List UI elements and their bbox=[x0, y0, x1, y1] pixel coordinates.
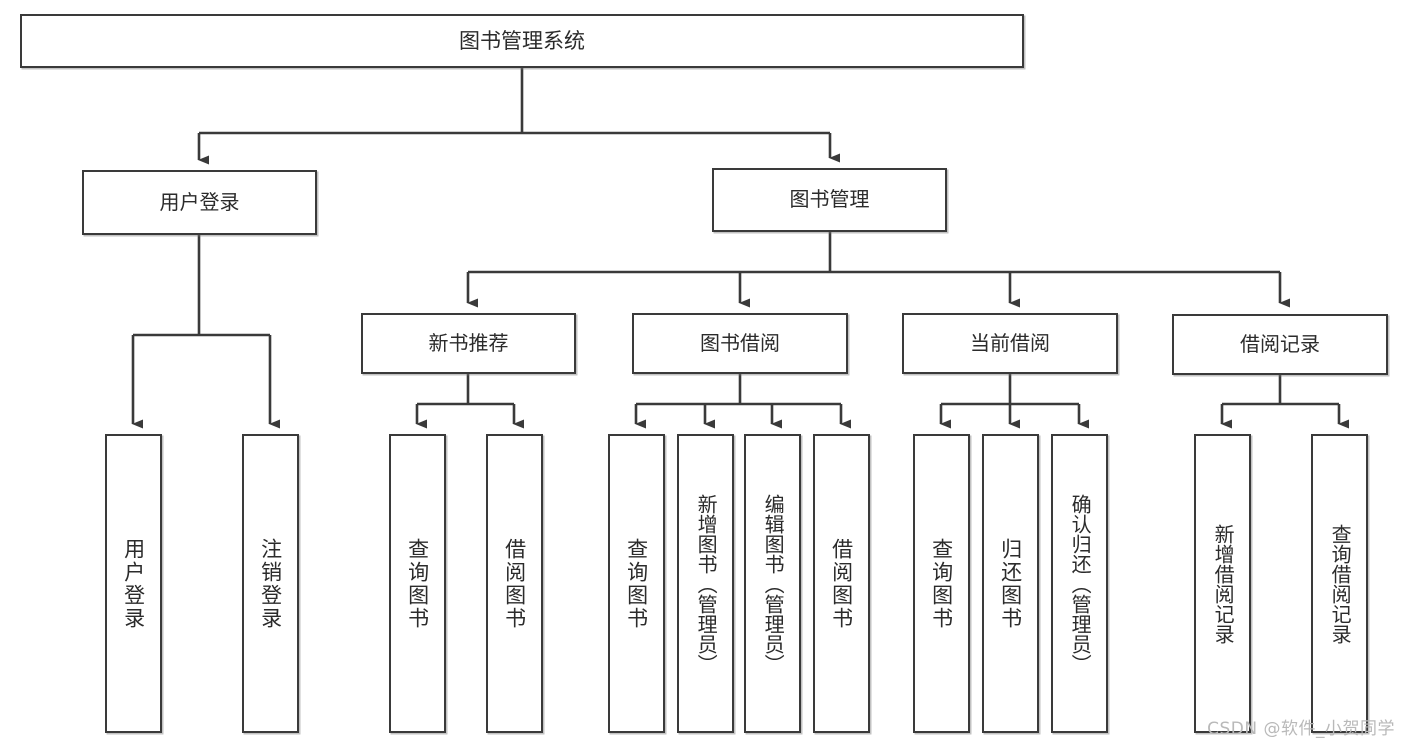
node-book-borrowing[interactable]: 图书借阅 bbox=[632, 313, 848, 374]
node-book-management[interactable]: 图书管理 bbox=[712, 168, 947, 232]
node-label: 归还图书 bbox=[998, 537, 1023, 630]
node-label: 新增借阅记录 bbox=[1211, 523, 1236, 644]
node-label: 当前借阅 bbox=[970, 330, 1050, 355]
node-label: 查询借阅记录 bbox=[1328, 523, 1353, 644]
leaf-borrow-books[interactable]: 借阅图书 bbox=[813, 434, 870, 733]
leaf-query-books-borrow[interactable]: 查询图书 bbox=[608, 434, 665, 733]
node-root-book-management-system[interactable]: 图书管理系统 bbox=[20, 14, 1024, 68]
node-label: 查询图书 bbox=[405, 537, 430, 630]
leaf-user-login[interactable]: 用户登录 bbox=[105, 434, 162, 733]
node-label: 图书管理 bbox=[789, 187, 870, 212]
leaf-confirm-return-admin[interactable]: 确认归还（管理员） bbox=[1051, 434, 1108, 733]
leaf-return-books[interactable]: 归还图书 bbox=[982, 434, 1039, 733]
node-label: 新增图书（管理员） bbox=[694, 493, 719, 674]
node-label: 借阅图书 bbox=[829, 537, 854, 630]
leaf-add-book-admin[interactable]: 新增图书（管理员） bbox=[677, 434, 734, 733]
leaf-edit-book-admin[interactable]: 编辑图书（管理员） bbox=[744, 434, 801, 733]
leaf-add-borrow-record[interactable]: 新增借阅记录 bbox=[1194, 434, 1251, 733]
node-current-borrowing[interactable]: 当前借阅 bbox=[902, 313, 1118, 374]
node-label: 新书推荐 bbox=[428, 330, 509, 355]
node-label: 借阅记录 bbox=[1240, 331, 1320, 356]
node-label: 查询图书 bbox=[624, 537, 649, 630]
node-label: 图书借阅 bbox=[700, 330, 780, 355]
node-label: 用户登录 bbox=[121, 537, 146, 630]
node-label: 借阅图书 bbox=[502, 537, 527, 630]
leaf-borrow-books-recommend[interactable]: 借阅图书 bbox=[486, 434, 543, 733]
node-label: 查询图书 bbox=[929, 537, 954, 630]
node-label: 注销登录 bbox=[258, 537, 283, 630]
leaf-query-borrow-record[interactable]: 查询借阅记录 bbox=[1311, 434, 1368, 733]
node-label: 确认归还（管理员） bbox=[1068, 493, 1093, 674]
node-label: 图书管理系统 bbox=[459, 28, 585, 53]
node-new-book-recommendation[interactable]: 新书推荐 bbox=[361, 313, 576, 374]
node-user-login[interactable]: 用户登录 bbox=[82, 170, 317, 235]
node-label: 用户登录 bbox=[159, 189, 240, 214]
leaf-query-books-recommend[interactable]: 查询图书 bbox=[389, 434, 446, 733]
leaf-logout[interactable]: 注销登录 bbox=[242, 434, 299, 733]
leaf-query-books-current[interactable]: 查询图书 bbox=[913, 434, 970, 733]
csdn-watermark: CSDN @软件_小贺同学 bbox=[1207, 719, 1395, 739]
node-label: 编辑图书（管理员） bbox=[761, 493, 786, 674]
node-borrowing-records[interactable]: 借阅记录 bbox=[1172, 314, 1388, 375]
